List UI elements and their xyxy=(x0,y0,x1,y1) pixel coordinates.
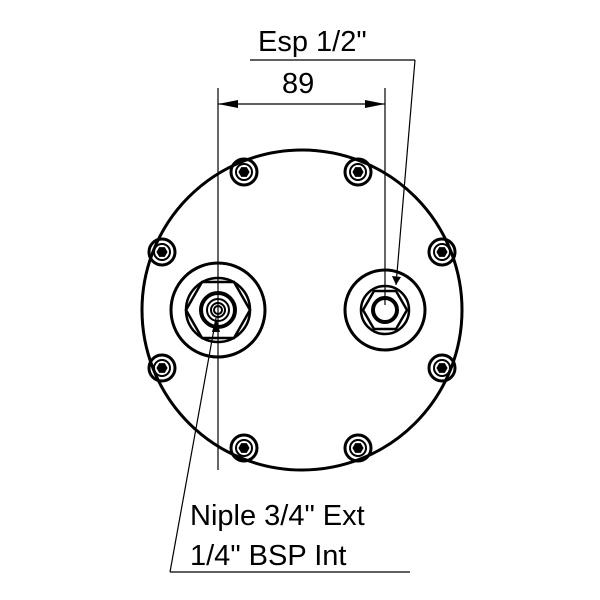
nipple-label-line1: Niple 3/4" Ext xyxy=(190,500,365,532)
dimension-label: 89 xyxy=(282,68,315,100)
bolt-hole xyxy=(147,353,177,383)
bolt-hole xyxy=(147,237,177,267)
bolt-holes xyxy=(147,157,457,463)
bolt-hole xyxy=(229,433,259,463)
bolt-hole xyxy=(343,157,373,187)
spark-plug-label: Esp 1/2" xyxy=(258,26,367,58)
leader-lines xyxy=(169,59,416,573)
flange-outline xyxy=(140,148,464,472)
bolt-hole xyxy=(427,237,457,267)
dimension-lines xyxy=(217,88,386,470)
bolt-hole xyxy=(343,433,373,463)
bolt-hole xyxy=(229,157,259,187)
nipple-label-line2: 1/4" BSP Int xyxy=(190,540,347,572)
bolt-hole xyxy=(427,353,457,383)
arrowheads xyxy=(212,100,401,332)
